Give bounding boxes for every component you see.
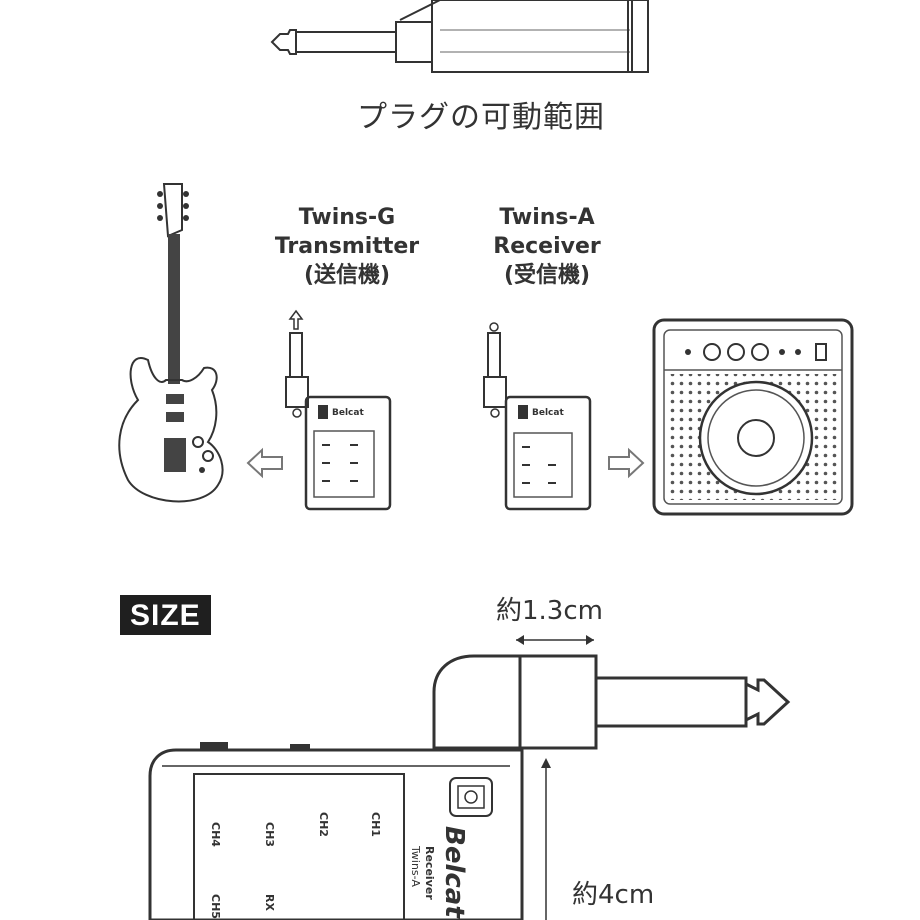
receiver-jp: (受信機) [503,263,591,288]
transmitter-brand: Belcat [332,408,364,418]
receiver-type: Receiver [493,234,601,259]
transmitter-jp: (送信機) [303,263,391,288]
guitar-amplifier-illustration [652,318,854,516]
transmitter-name: Twins-G [298,205,396,230]
width-dimension-label: 約1.3cm [496,596,603,626]
channel-label-ch3: CH3 [263,822,276,847]
receiver-name: Twins-A [499,205,595,230]
width-dimension-arrow [516,635,594,645]
receiver-device-illustration: Belcat [483,322,592,511]
receiver-brand: Belcat [532,408,564,418]
transmitter-label: Twins-G Transmitter (送信機) [262,203,432,290]
receiver-size-illustration: CH4 CH3 CH2 CH1 CH5 RX Belcat Receiver T… [148,654,791,920]
receiver-label: Twins-A Receiver (受信機) [462,203,632,290]
arrow-left-icon [246,447,283,479]
device-model-receiver: Receiver [423,846,436,900]
transmitter-type: Transmitter [274,234,420,259]
plug-range-caption: プラグの可動範囲 [357,100,605,135]
transmitter-device-illustration: Belcat [285,309,392,511]
device-model-twins: Twins-A [409,845,422,887]
device-brand: Belcat [439,826,469,919]
channel-label-ch1: CH1 [369,812,382,837]
channel-label-ch2: CH2 [317,812,330,837]
plug-rotation-illustration [270,0,649,73]
arrow-right-icon [608,447,645,479]
channel-label-rx: RX [263,894,276,911]
channel-label-ch5: CH5 [209,894,222,919]
channel-label-ch4: CH4 [209,822,222,847]
height-dimension-label: 約4cm [572,880,655,910]
size-badge: SIZE [120,595,211,635]
electric-guitar-illustration [118,183,224,503]
